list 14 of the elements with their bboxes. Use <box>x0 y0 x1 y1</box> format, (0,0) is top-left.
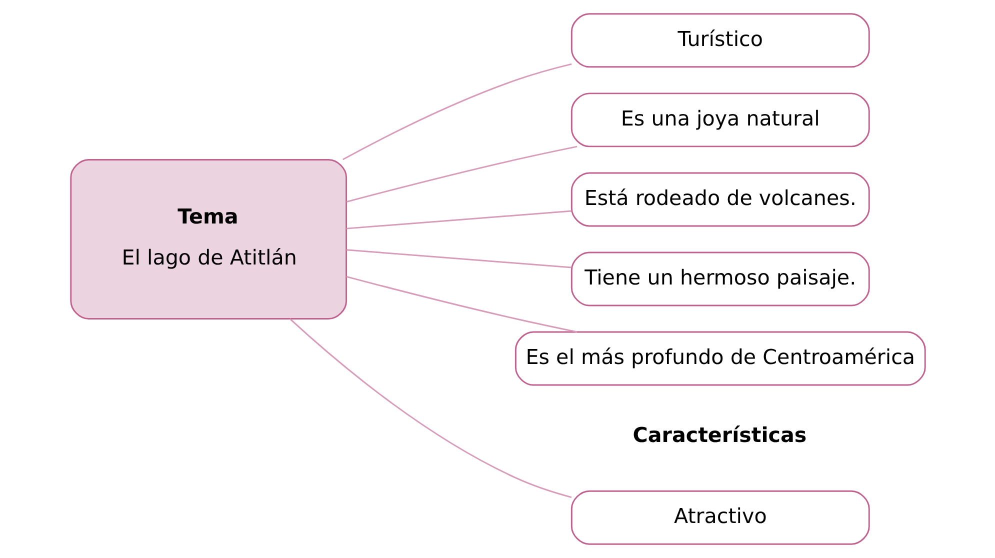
node-box: Está rodeado de volcanes. <box>570 172 870 227</box>
node-box: Atractivo <box>570 490 870 545</box>
node-box: Tiene un hermoso paisaje. <box>570 252 870 306</box>
node-box: Es una joya natural <box>570 92 870 148</box>
connector <box>346 276 577 333</box>
connector <box>346 249 572 268</box>
label: Características <box>632 423 806 448</box>
connector <box>342 63 572 160</box>
node-box: Es el más profundo de Centroamérica <box>514 331 926 386</box>
connector <box>346 210 572 230</box>
node-box: Tema El lago de Atitlán <box>70 158 347 320</box>
connector <box>346 146 577 203</box>
node-box: Turístico <box>570 13 870 68</box>
connector <box>288 318 572 498</box>
